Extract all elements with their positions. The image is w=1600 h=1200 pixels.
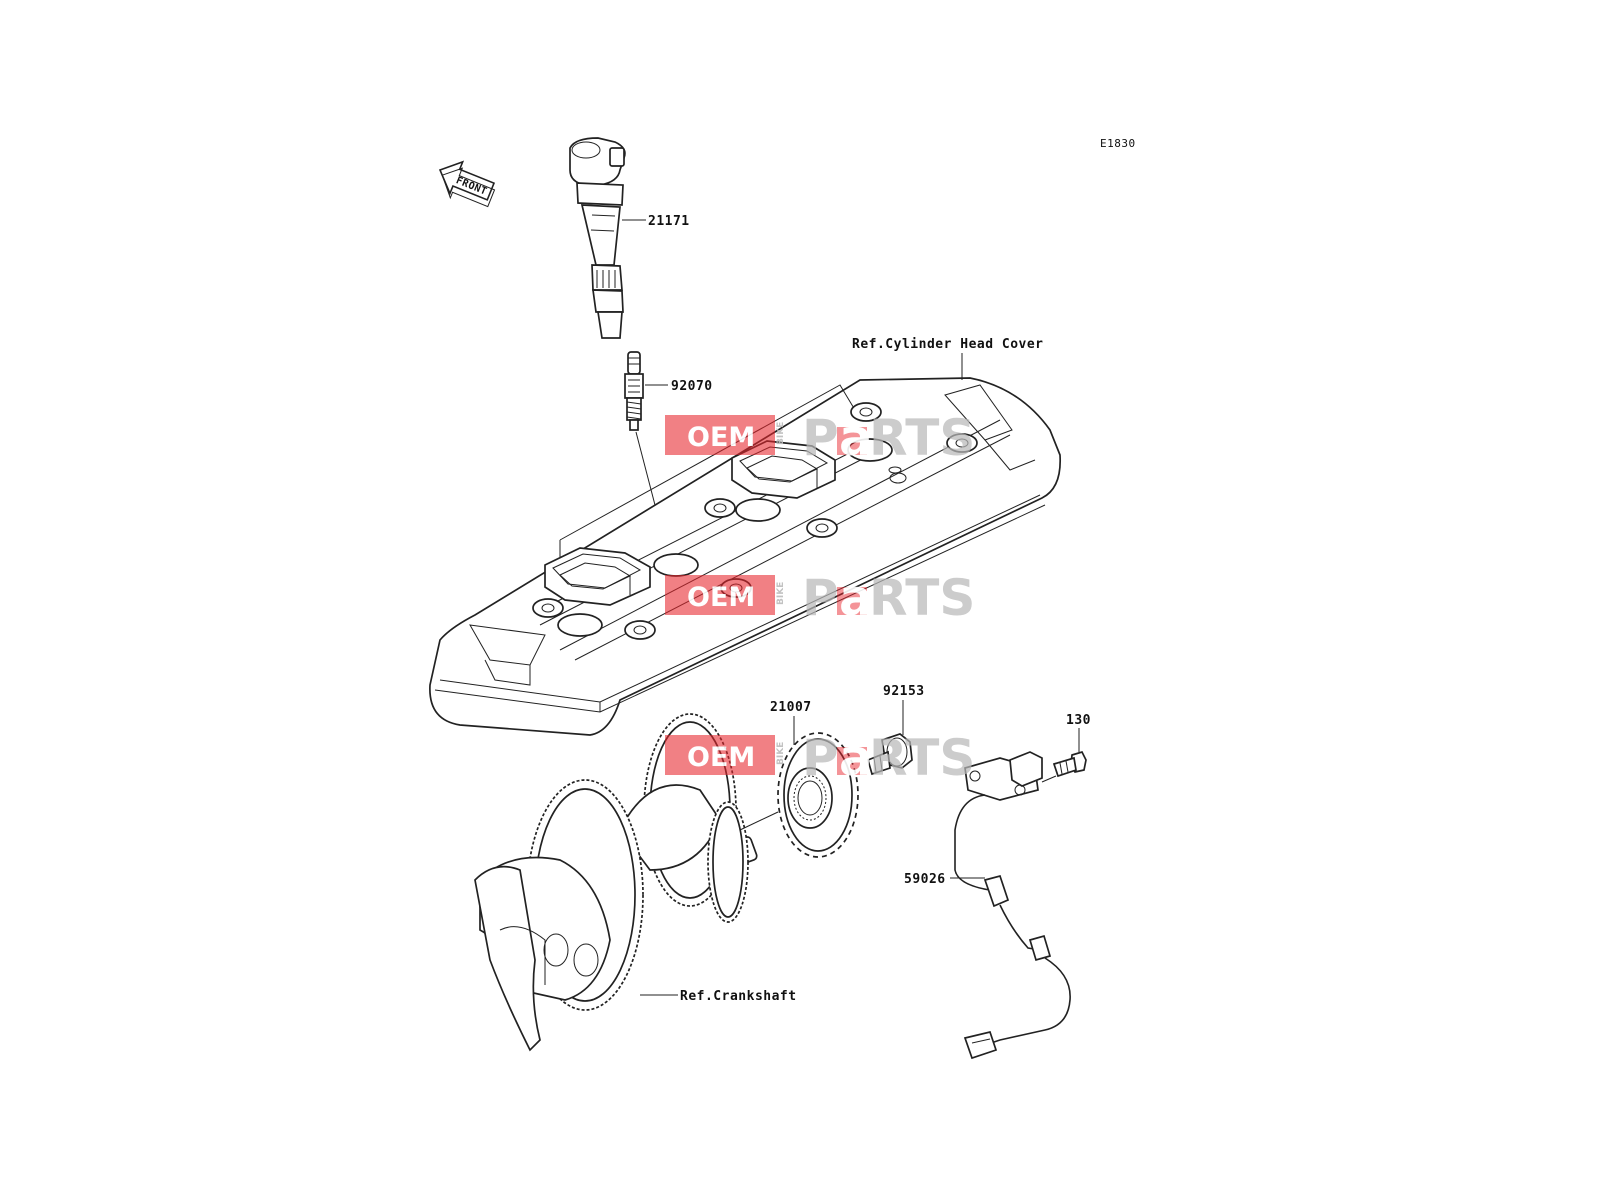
coil-seat-rear	[731, 440, 836, 499]
watermark-3: OEM BIKE P a RTS	[665, 729, 975, 787]
watermark-bike: BIKE	[776, 422, 786, 445]
watermark-1: OEM BIKE P a RTS	[665, 409, 975, 467]
label-21007: 21007	[770, 700, 812, 715]
crankshaft	[474, 713, 758, 1052]
watermark-p: P	[802, 409, 839, 467]
watermark-a: a	[839, 729, 873, 787]
diagram-code: E1830	[1100, 137, 1136, 150]
ignition-coil	[569, 137, 626, 339]
label-92070: 92070	[671, 379, 713, 394]
coil-seat-front	[544, 547, 651, 606]
label-92153: 92153	[883, 684, 925, 699]
watermark-oem: OEM	[687, 422, 755, 453]
watermark-a: a	[839, 569, 873, 627]
plug-hole	[653, 553, 699, 577]
watermark-rts: RTS	[869, 729, 975, 787]
timing-rotor	[777, 732, 859, 858]
watermark-p: P	[802, 729, 839, 787]
watermark-rts: RTS	[869, 409, 975, 467]
watermark-oem: OEM	[687, 742, 755, 773]
label-59026: 59026	[904, 872, 946, 887]
watermark-p: P	[802, 569, 839, 627]
crank-sensor	[954, 751, 1071, 1060]
rotor-bolt	[866, 733, 913, 776]
label-crankshaft-ref: Ref.Crankshaft	[680, 989, 797, 1004]
watermark-oem: OEM	[687, 582, 755, 613]
watermark-a: a	[839, 409, 873, 467]
label-130: 130	[1066, 713, 1091, 728]
label-cylinder-head-cover-ref: Ref.Cylinder Head Cover	[852, 337, 1044, 352]
label-21171: 21171	[648, 214, 690, 229]
watermark: OEM BIKE P a RTS OEM BIKE P a RTS OEM BI…	[665, 409, 975, 787]
watermark-bike: BIKE	[776, 582, 786, 605]
watermark-rts: RTS	[869, 569, 975, 627]
sensor-bolt	[1052, 750, 1087, 778]
watermark-2: OEM BIKE P a RTS	[665, 569, 975, 627]
watermark-bike: BIKE	[776, 742, 786, 765]
spark-plug	[624, 351, 644, 431]
front-arrow-icon: FRONT	[438, 160, 496, 208]
